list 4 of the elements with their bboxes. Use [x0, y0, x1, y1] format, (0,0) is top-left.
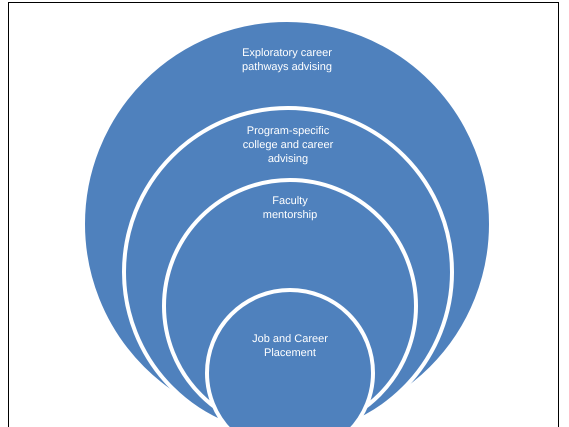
circle-label: Program-specific college and career advising	[242, 124, 334, 166]
circle-label: Faculty mentorship	[262, 194, 318, 222]
circle-label: Exploratory career pathways advising	[241, 46, 333, 74]
circle-label: Job and Career Placement	[251, 332, 329, 360]
